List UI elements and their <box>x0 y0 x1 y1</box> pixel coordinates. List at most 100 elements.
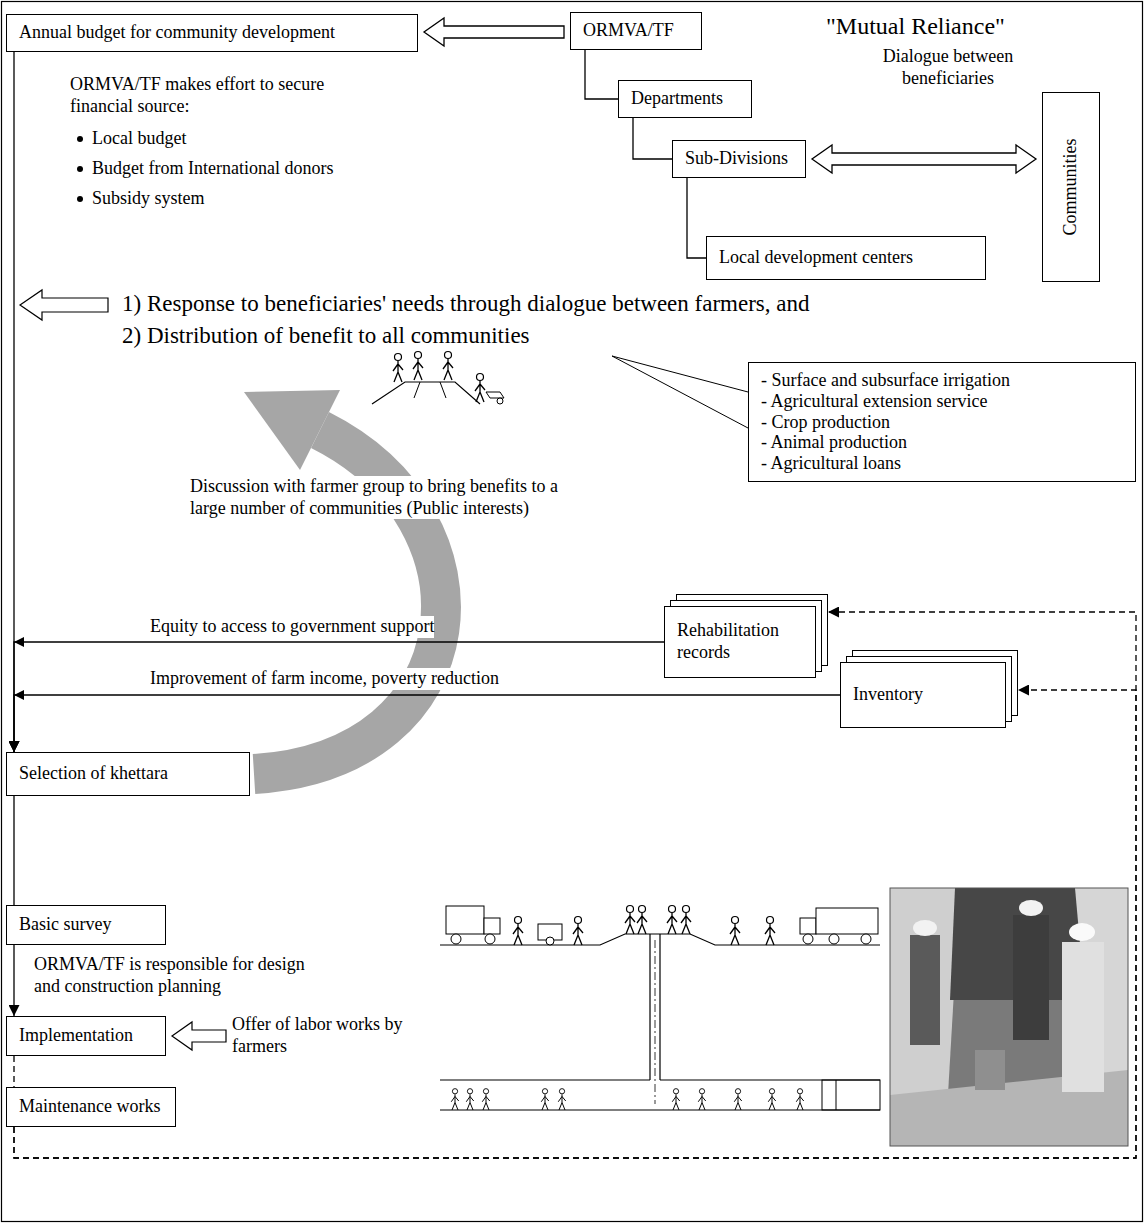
hollow-arrow <box>424 18 564 46</box>
principle-text: 1) Response to beneficiaries' needs thro… <box>122 290 810 318</box>
node-text: - Surface and subsurface irrigation <box>761 370 1010 391</box>
mound-outline <box>372 382 480 404</box>
wheelbarrow <box>486 392 504 398</box>
bullet-dot <box>77 166 83 172</box>
bullet-item: Subsidy system <box>92 188 205 210</box>
connector <box>633 118 672 159</box>
worker-figure <box>573 917 583 946</box>
community-box: Communities <box>1042 92 1100 282</box>
worker-figure <box>698 1089 706 1110</box>
note-text: Offer of labor works by farmers <box>232 1014 404 1057</box>
photo-bucket <box>975 1050 1005 1090</box>
worker-figure <box>768 1089 776 1110</box>
photo-helmet <box>1019 900 1043 916</box>
connector-label: ORMVA/TF is responsible for design and c… <box>34 954 306 997</box>
photo-ground <box>890 888 1128 1146</box>
worker-figure <box>625 906 635 935</box>
node-text: - Agricultural extension service <box>761 391 987 412</box>
connector <box>14 695 840 752</box>
bullet-item: Budget from International donors <box>92 158 333 180</box>
record-stack: Rehabilitation records <box>664 606 816 678</box>
hollow-arrow <box>812 145 1036 173</box>
connector <box>14 642 664 752</box>
connector <box>14 612 1136 1158</box>
node-text: Sub-Divisions <box>685 148 788 170</box>
bullet-dot <box>77 136 83 142</box>
node-text: Maintenance works <box>19 1096 160 1118</box>
photo-helmet <box>913 920 937 936</box>
worker-figure <box>765 917 775 946</box>
node-text: Rehabilitation records <box>677 620 803 663</box>
worker-figure <box>681 906 691 935</box>
mound-workers <box>372 352 504 405</box>
worker-figure <box>796 1089 804 1110</box>
truck-wheel <box>451 934 461 944</box>
process-box: Maintenance works <box>6 1087 176 1127</box>
photo-person <box>910 935 940 1045</box>
connector <box>585 50 618 99</box>
worker-figure <box>513 917 523 946</box>
connector <box>13 945 14 1016</box>
bullet-dot <box>77 196 83 202</box>
inventory-stack: Inventory <box>840 662 1006 728</box>
connector <box>13 1056 14 1087</box>
worker-figure <box>734 1089 742 1110</box>
node-text: Local development centers <box>719 247 913 269</box>
subdivision-box: Sub-Divisions <box>672 140 806 178</box>
truck-wheel <box>861 934 871 944</box>
truck-wheel <box>485 934 495 944</box>
hollow-arrow <box>172 1022 226 1050</box>
bullet-item: Local budget <box>92 128 186 150</box>
center-box: Local development centers <box>706 236 986 280</box>
connector <box>13 796 14 905</box>
worker-figure <box>667 906 677 935</box>
mound-mark <box>414 382 446 398</box>
hollow-arrow <box>20 290 108 320</box>
truck-cab <box>800 918 816 934</box>
truck-wheel <box>829 934 839 944</box>
truck-cab <box>484 918 500 934</box>
node-text: - Agricultural loans <box>761 453 901 474</box>
tunnel-lining <box>836 1080 837 1110</box>
callout-wedge <box>612 356 748 428</box>
dialogue-label: Dialogue between beneficiaries <box>860 46 1036 89</box>
connector-label: Improvement of farm income, poverty redu… <box>150 668 499 690</box>
worker-figure <box>451 1089 459 1110</box>
principle-text: 2) Distribution of benefit to all commun… <box>122 322 530 350</box>
node-text: Annual budget for community development <box>19 22 335 44</box>
note-text: ORMVA/TF makes effort to secure financia… <box>70 74 390 117</box>
wheelbarrow-wheel <box>497 398 503 404</box>
worker-figure <box>730 917 740 946</box>
photo-frame <box>890 888 1128 1146</box>
truck-body <box>816 908 878 934</box>
worker-figure <box>393 354 403 383</box>
connector-label: Equity to access to government support <box>150 616 434 638</box>
worker-figure <box>672 1089 680 1110</box>
node-text: Implementation <box>19 1025 133 1047</box>
tunnel-lining <box>822 1080 880 1110</box>
node-text: - Animal production <box>761 432 907 453</box>
worker-figure <box>475 374 485 403</box>
khettara-section <box>440 906 880 1111</box>
node-text: Selection of khettara <box>19 763 168 785</box>
photo-helmet <box>1069 923 1095 941</box>
process-box: Selection of khettara <box>6 752 250 796</box>
node-text: Communities <box>1060 138 1082 235</box>
tunnel <box>440 1080 880 1110</box>
node-text: Departments <box>631 88 723 110</box>
truck-body <box>446 906 484 934</box>
connector <box>687 178 706 258</box>
note-text: Discussion with farmer group to bring be… <box>190 476 594 519</box>
shaft-axis <box>655 940 656 1104</box>
worker-figure <box>482 1089 490 1110</box>
worker-figure <box>637 906 647 935</box>
process-box: Basic survey <box>6 905 166 945</box>
compressor-wheel <box>546 937 554 945</box>
truck-wheel <box>803 934 813 944</box>
node-text: - Crop production <box>761 412 890 433</box>
budget-box: Annual budget for community development <box>6 14 418 52</box>
tunnel-photo <box>890 888 1128 1146</box>
